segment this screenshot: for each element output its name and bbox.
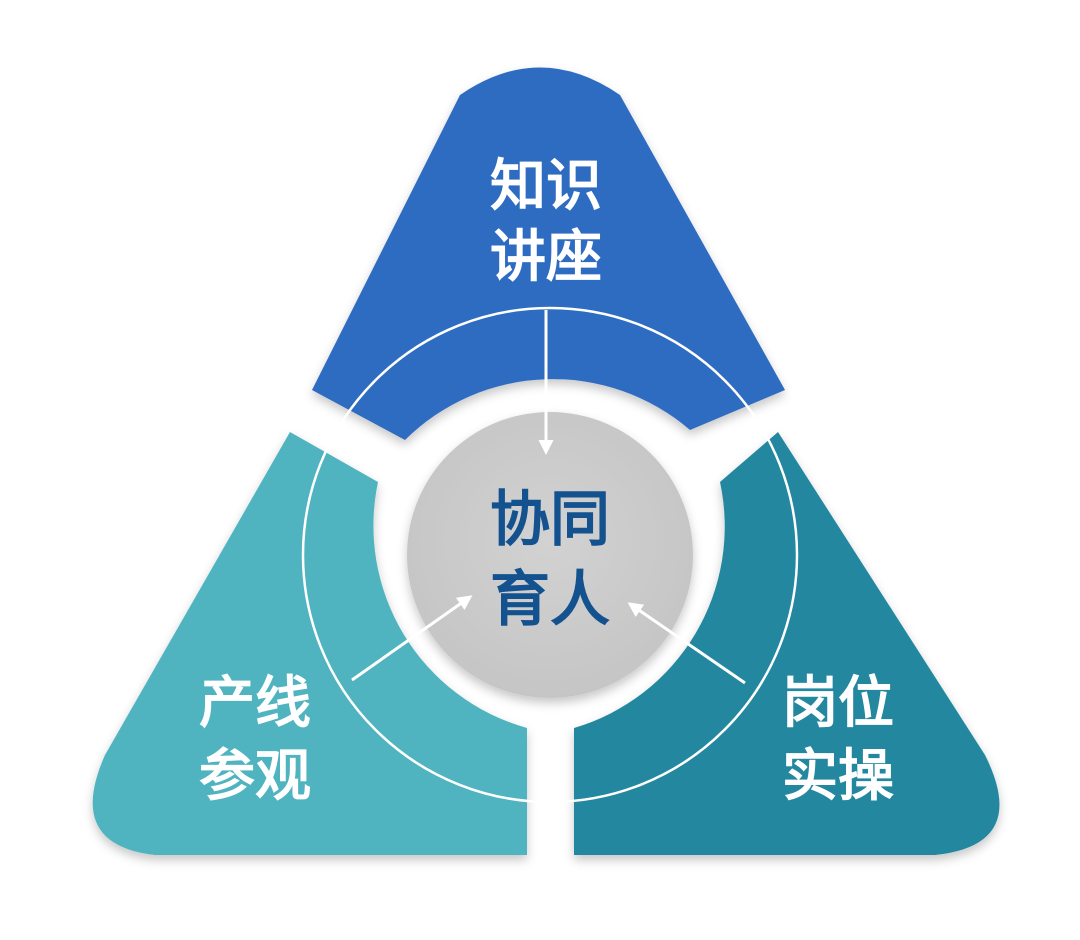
left-segment: [92, 432, 527, 855]
outer-ring: [301, 306, 799, 804]
center-circle: [407, 412, 693, 698]
right-segment-label-line2: 实操: [782, 744, 894, 809]
right-segment-label-line1: 岗位: [782, 671, 894, 736]
arrow-right-to-center: [627, 602, 746, 685]
left-segment-label-line2: 参观: [199, 744, 311, 809]
arrow-left-to-center: [351, 595, 473, 682]
top-segment-label-line1: 知识: [490, 154, 602, 219]
top-segment-label-line2: 讲座: [490, 225, 602, 290]
right-segment: [574, 432, 1000, 855]
center-label-line2: 育人: [490, 565, 610, 635]
top-segment: [312, 67, 785, 440]
left-segment-label-line1: 产线: [199, 671, 311, 736]
center-label-line1: 协同: [490, 485, 610, 555]
